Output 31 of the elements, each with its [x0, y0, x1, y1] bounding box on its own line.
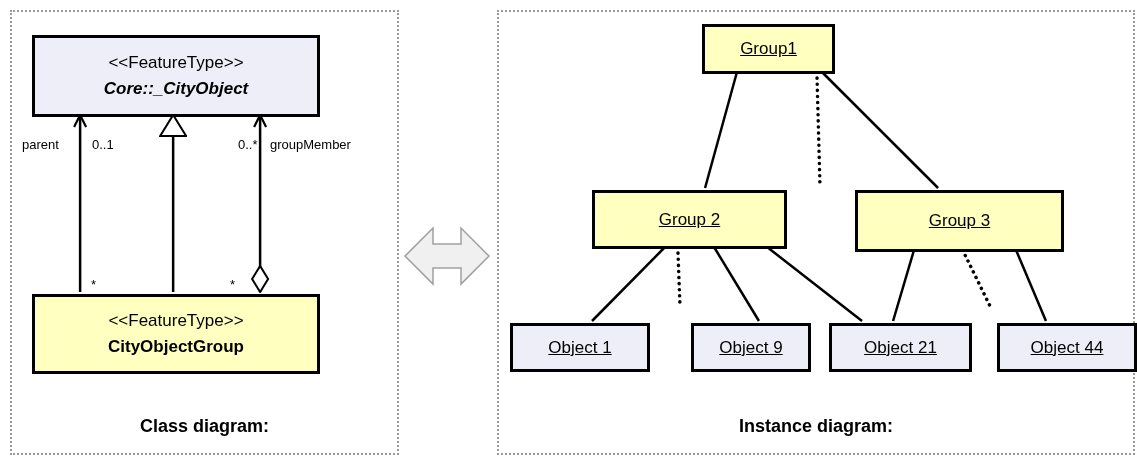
- object-name: Object 21: [864, 336, 937, 359]
- object-name: Object 9: [719, 336, 783, 359]
- diagram-panel: [497, 10, 1135, 455]
- object-box: [510, 323, 650, 372]
- role-name: groupMember: [270, 137, 351, 152]
- object-name: Object 44: [1030, 336, 1104, 359]
- class-box: [32, 294, 320, 374]
- multiplicity: 0..*: [238, 137, 258, 152]
- panel-caption: Class diagram:: [139, 415, 270, 438]
- object-name: Group1: [740, 38, 797, 60]
- object-box: [592, 190, 787, 249]
- object-name: Group 3: [928, 210, 991, 232]
- object-name: Group 2: [658, 208, 721, 231]
- panel-caption: Instance diagram:: [738, 415, 893, 438]
- role-name: parent: [22, 137, 59, 152]
- double-arrow: [403, 226, 491, 286]
- multiplicity: *: [91, 277, 97, 292]
- object-box: [997, 323, 1137, 372]
- object-box: [691, 323, 811, 372]
- class-name: CityObjectGroup: [108, 336, 244, 358]
- object-box: [829, 323, 972, 372]
- multiplicity: *: [230, 277, 236, 292]
- object-name: Object 1: [548, 336, 612, 359]
- class-name: Core::_CityObject: [103, 78, 249, 100]
- stereotype-label: <<FeatureType>>: [108, 52, 244, 74]
- diagram-panel: [10, 10, 399, 455]
- stereotype-label: <<FeatureType>>: [108, 310, 244, 332]
- class-box: [32, 35, 320, 117]
- multiplicity: 0..1: [92, 137, 114, 152]
- object-box: [855, 190, 1064, 252]
- object-box: [702, 24, 835, 74]
